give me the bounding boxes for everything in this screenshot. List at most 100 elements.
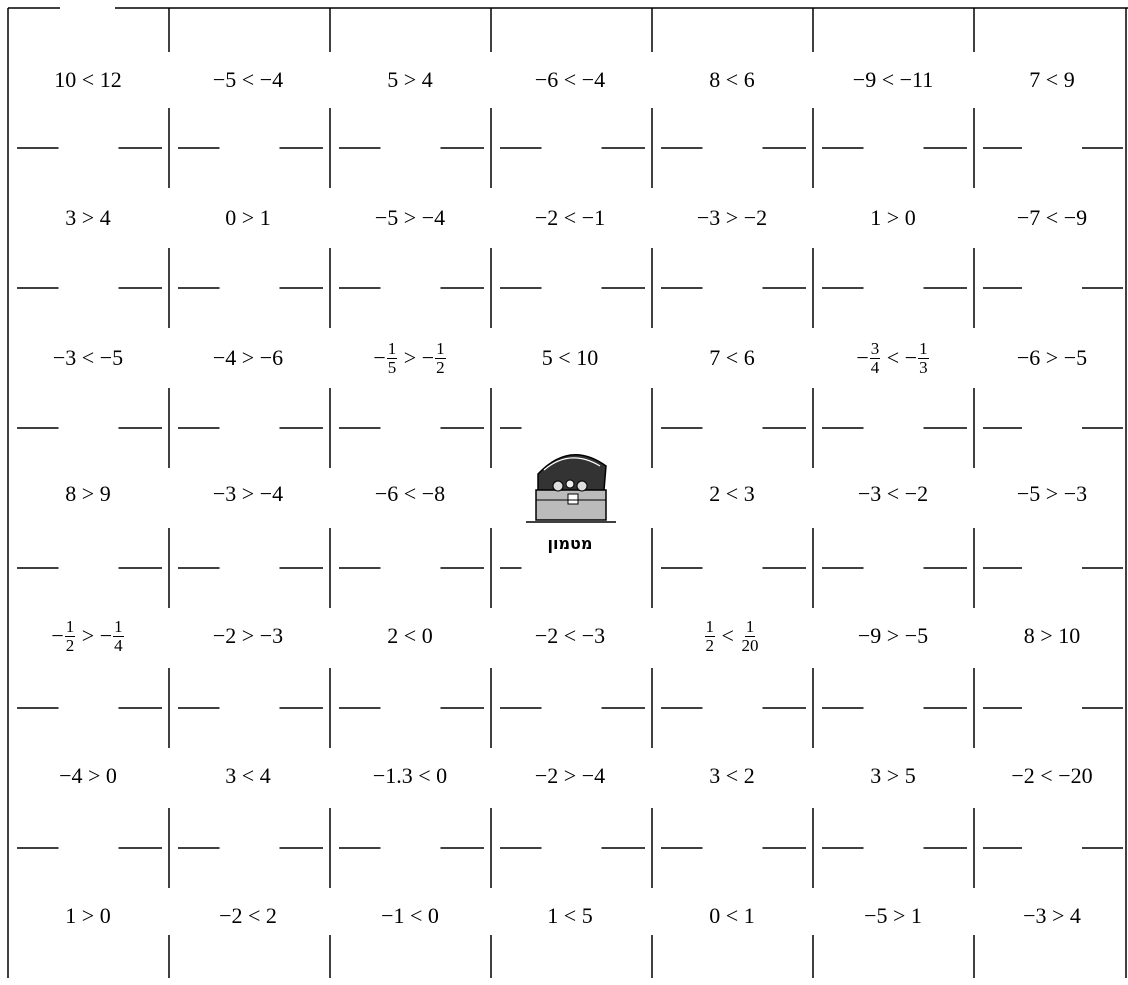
fraction-denominator: 3 [918,359,929,377]
inequality-text: − [856,345,868,371]
inequality-text: −2 > −3 [213,623,283,649]
fraction-numerator: 1 [745,618,756,637]
maze-cell-inequality[interactable]: −1 < 0 [330,847,490,985]
fraction-denominator: 2 [65,637,76,655]
maze-cell-inequality[interactable]: −3 > 4 [972,847,1128,985]
maze-cell-inequality[interactable]: 1 > 0 [8,847,168,985]
maze-cell-inequality[interactable]: −1.3 < 0 [330,707,490,845]
fraction-numerator: 1 [65,618,76,637]
maze-cell-inequality[interactable]: −5 > 1 [813,847,973,985]
inequality-text: 7 < 6 [709,345,754,371]
inequality-text: −5 > −3 [1017,481,1087,507]
maze-cell-inequality[interactable]: 3 < 2 [652,707,812,845]
maze-cell-inequality[interactable]: 7 < 9 [972,11,1128,149]
inequality-text: 8 > 10 [1024,623,1080,649]
maze-cell-inequality[interactable]: −6 < −8 [330,425,490,563]
fraction-denominator: 20 [740,637,759,655]
inequality-text: 3 > 5 [870,763,915,789]
maze-cell-inequality[interactable]: −2 < −3 [490,567,650,705]
inequality-text: 2 < 3 [709,481,754,507]
inequality-text: −4 > 0 [59,763,117,789]
inequality-text: −6 < −8 [375,481,445,507]
inequality-text: −5 < −4 [213,67,283,93]
inequality-text: 5 > 4 [387,67,432,93]
inequality-text: −2 < −20 [1011,763,1092,789]
maze-cell-inequality[interactable]: −5 < −4 [168,11,328,149]
inequality-text: < [716,623,739,649]
maze-cell-inequality[interactable]: −4 > −6 [168,289,328,427]
inequality-text: 3 < 2 [709,763,754,789]
fraction: 15 [387,340,398,377]
inequality-text: 0 < 1 [709,903,754,929]
inequality-text: −4 > −6 [213,345,283,371]
inequality-text: −7 < −9 [1017,205,1087,231]
fraction: 12 [705,618,716,655]
maze-cell-inequality[interactable]: 8 > 10 [972,567,1128,705]
maze-cell-inequality[interactable]: −6 > −5 [972,289,1128,427]
maze-cell-inequality[interactable]: 8 > 9 [8,425,168,563]
maze-cell-inequality[interactable]: −3 > −2 [652,149,812,287]
maze-cell-inequality[interactable]: −2 > −3 [168,567,328,705]
maze-cell-inequality[interactable]: 1 < 5 [490,847,650,985]
maze-cell-inequality[interactable]: −9 < −11 [813,11,973,149]
maze-cell-inequality[interactable]: −5 > −4 [330,149,490,287]
fraction-denominator: 2 [435,359,446,377]
maze-cell-inequality[interactable]: 5 > 4 [330,11,490,149]
maze-cell-inequality[interactable]: 2 < 3 [652,425,812,563]
inequality-text: 8 < 6 [709,67,754,93]
inequality-text: −6 < −4 [535,67,605,93]
maze-cell-inequality[interactable]: 3 < 4 [168,707,328,845]
maze-cell-inequality[interactable]: 10 < 12 [8,11,168,149]
inequality-text: 1 > 0 [870,205,915,231]
maze-cell-inequality[interactable]: −2 < 2 [168,847,328,985]
inequality-text: −3 < −2 [858,481,928,507]
inequality-text: −2 < −3 [535,623,605,649]
inequality-text: 7 < 9 [1029,67,1074,93]
inequality-text: 3 < 4 [225,763,270,789]
inequality-text: −5 > −4 [375,205,445,231]
maze-cell-inequality[interactable]: −7 < −9 [972,149,1128,287]
maze-cell-inequality[interactable]: 3 > 4 [8,149,168,287]
maze-cell-inequality[interactable]: −2 < −20 [972,707,1128,845]
inequality-text: > − [76,623,112,649]
maze-cell-inequality[interactable]: 7 < 6 [652,289,812,427]
treasure-cell[interactable]: מטמון [490,425,650,563]
fraction-denominator: 4 [870,359,881,377]
inequality-text: > − [398,345,434,371]
inequality-text: 3 > 4 [65,205,110,231]
inequality-text: 8 > 9 [65,481,110,507]
maze-cell-inequality[interactable]: 5 < 10 [490,289,650,427]
inequality-text: −3 > −4 [213,481,283,507]
maze-cell-inequality[interactable]: −6 < −4 [490,11,650,149]
maze-cell-inequality[interactable]: −3 < −5 [8,289,168,427]
maze-cell-inequality[interactable]: 3 > 5 [813,707,973,845]
maze-cell-inequality[interactable]: −2 > −4 [490,707,650,845]
maze-cell-inequality[interactable]: 0 < 1 [652,847,812,985]
maze-cell-inequality[interactable]: −3 > −4 [168,425,328,563]
maze-cell-inequality[interactable]: 0 > 1 [168,149,328,287]
inequality-text: −3 > −2 [697,205,767,231]
inequality-text: − [373,345,385,371]
maze-cell-inequality[interactable]: 1 > 0 [813,149,973,287]
maze-cell-inequality[interactable]: −9 > −5 [813,567,973,705]
maze-cell-inequality[interactable]: −4 > 0 [8,707,168,845]
maze-cell-inequality[interactable]: 2 < 0 [330,567,490,705]
fraction-denominator: 2 [705,637,716,655]
inequality-text: −5 > 1 [864,903,922,929]
maze-cell-inequality[interactable]: 8 < 6 [652,11,812,149]
inequality-text: −2 < −1 [535,205,605,231]
fraction-numerator: 1 [435,340,446,359]
fraction-denominator: 4 [113,637,124,655]
maze-cell-inequality[interactable]: −5 > −3 [972,425,1128,563]
maze-cell-inequality[interactable]: −3 < −2 [813,425,973,563]
inequality-text: −9 > −5 [858,623,928,649]
maze-cell-inequality[interactable]: −2 < −1 [490,149,650,287]
